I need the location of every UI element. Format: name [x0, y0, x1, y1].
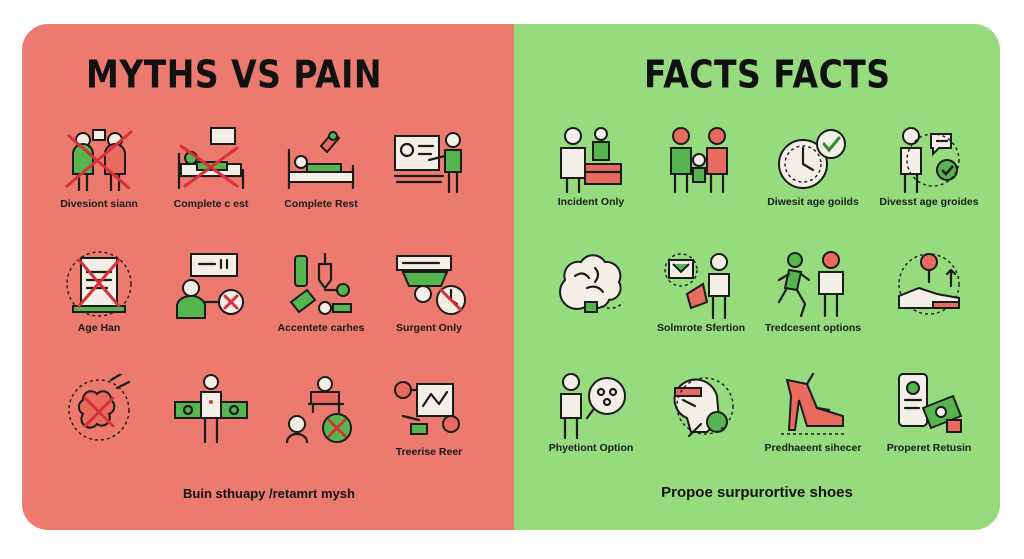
myth-item-9	[44, 374, 154, 446]
fact-item-1: Incident Only	[536, 124, 646, 208]
fact-label-4: Divesst age groides	[879, 196, 979, 208]
document-crossed-icon	[66, 251, 132, 317]
shoe-idea-icon	[898, 253, 960, 315]
clock-check-icon	[778, 129, 846, 189]
phone-card-icon	[898, 373, 963, 433]
medicine-dropper-icon	[289, 252, 352, 315]
runner-icon	[777, 251, 844, 318]
fact-item-9: Phyetiont Option	[536, 370, 646, 454]
fact-label-6: Solmrote Sfertion	[656, 322, 746, 334]
high-heel-icon	[781, 372, 847, 435]
fact-item-5	[536, 250, 646, 322]
myths-panel: MYTHS VS PAIN Divesiont siann Complete c…	[22, 24, 516, 530]
myths-footer: Buin sthuapy /retamrt mysh	[183, 486, 355, 501]
facts-panel: FACTS FACTS Incident Only Diwesit age go…	[514, 24, 1000, 530]
myth-item-5: Age Han	[44, 250, 154, 334]
bed-rest-crossed-icon	[177, 127, 245, 190]
myth-label-5: Age Han	[77, 322, 121, 334]
teacher-board-icon	[393, 132, 462, 194]
fact-item-6: Solmrote Sfertion	[646, 250, 756, 334]
family-icon	[670, 127, 728, 194]
person-screen-icon	[664, 253, 730, 320]
fact-item-2	[646, 124, 756, 196]
myth-item-2: Complete c est	[156, 126, 266, 210]
fact-label-1: Incident Only	[557, 196, 625, 208]
brain-icon	[559, 254, 624, 313]
myth-label-8: Surgent Only	[396, 322, 462, 334]
myth-item-6	[156, 250, 266, 322]
fact-item-8	[874, 250, 984, 322]
fact-label-7: Tredcesent options	[764, 322, 862, 334]
fact-item-3: Diwesit age goilds	[758, 124, 868, 208]
fact-label-12: Properet Retusin	[886, 442, 972, 454]
head-exam-icon	[673, 377, 734, 438]
person-thought-icon	[560, 373, 626, 440]
person-machine-crossed-icon	[176, 253, 244, 319]
myth-item-8: Surgent Only	[374, 250, 484, 334]
fact-label-11: Predhaeent sihecer	[764, 442, 862, 454]
fact-item-11: Predhaeent sihecer	[758, 370, 868, 454]
fact-item-10	[646, 370, 756, 442]
myth-item-7: Accentete carhes	[266, 250, 376, 334]
myth-label-12: Treerise Reer	[395, 446, 463, 458]
myth-label-7: Accentete carhes	[277, 322, 365, 334]
crossed-circle-icon	[68, 374, 131, 441]
fact-label-3: Diwesit age goilds	[767, 196, 859, 208]
facts-title: FACTS FACTS	[644, 52, 891, 97]
myths-title: MYTHS VS PAIN	[86, 52, 383, 97]
myth-item-1: Divesiont siann	[44, 126, 154, 210]
person-chat-check-icon	[900, 127, 960, 194]
fact-item-12: Properet Retusin	[874, 370, 984, 454]
myth-label-2: Complete c est	[173, 198, 249, 210]
myth-item-12: Treerise Reer	[374, 374, 484, 458]
patient-crossed-icon	[285, 376, 352, 444]
myth-item-10	[156, 374, 266, 446]
fact-item-7: Tredcesent options	[758, 250, 868, 334]
person-money-icon	[174, 374, 248, 444]
myth-item-11	[266, 374, 376, 446]
bed-rest-icon	[287, 130, 355, 190]
surgery-crossed-icon	[396, 255, 466, 315]
facts-footer: Propoe surpurortive shoes	[661, 484, 853, 501]
exercise-icon	[394, 381, 460, 435]
doctor-desk-icon	[560, 127, 623, 194]
myth-label-1: Divesiont siann	[60, 198, 138, 210]
myth-item-4	[374, 126, 484, 198]
two-people-crossed-icon	[65, 129, 133, 192]
fact-item-4: Divesst age groides	[874, 124, 984, 208]
fact-label-9: Phyetiont Option	[548, 442, 634, 454]
myth-label-3: Complete Rest	[284, 198, 358, 210]
myth-item-3: Complete Rest	[266, 126, 376, 210]
